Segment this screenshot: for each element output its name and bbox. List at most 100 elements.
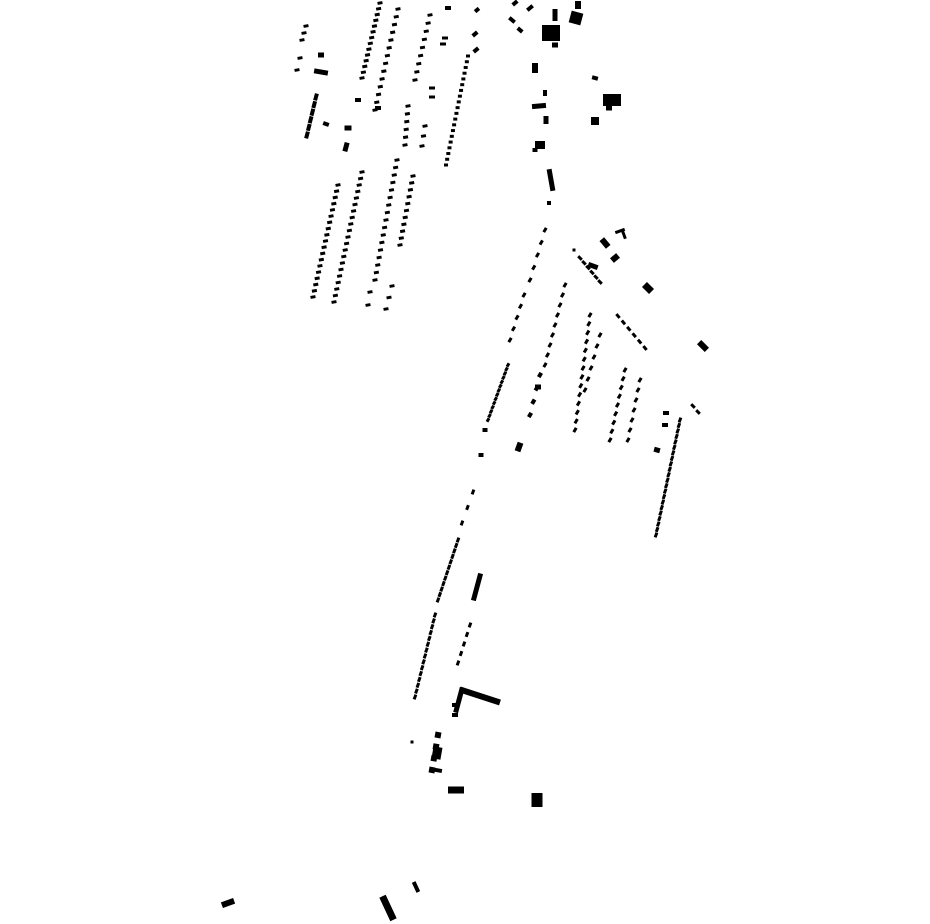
- building: [582, 387, 588, 393]
- building: [531, 264, 537, 271]
- building: [622, 367, 628, 373]
- building: [349, 215, 355, 220]
- building: [554, 312, 561, 318]
- building: [381, 225, 388, 230]
- building: [419, 664, 425, 671]
- building: [450, 553, 455, 560]
- building: [631, 407, 637, 413]
- buildings-layer: [220, 0, 710, 922]
- building: [575, 400, 582, 407]
- building: [444, 569, 450, 576]
- building: [462, 71, 467, 75]
- building: [496, 387, 502, 393]
- building: [581, 259, 587, 266]
- building: [587, 261, 599, 271]
- building: [665, 477, 670, 484]
- building: [467, 622, 473, 628]
- building: [335, 280, 341, 285]
- building: [557, 302, 563, 308]
- building: [534, 252, 541, 258]
- building: [346, 228, 353, 233]
- building: [514, 314, 520, 321]
- building: [429, 623, 435, 630]
- building: [363, 58, 369, 63]
- building: [342, 248, 348, 252]
- building: [657, 515, 662, 522]
- building: [427, 13, 433, 17]
- building: [641, 281, 655, 295]
- building: [374, 12, 380, 17]
- building: [544, 352, 551, 358]
- building: [439, 586, 444, 592]
- building: [543, 90, 547, 96]
- building: [389, 284, 395, 288]
- building: [574, 409, 580, 416]
- building: [470, 572, 484, 602]
- building: [304, 131, 310, 139]
- building: [334, 287, 340, 291]
- building: [417, 53, 424, 58]
- building: [521, 292, 527, 298]
- building: [537, 371, 543, 379]
- building: [609, 428, 615, 435]
- building: [581, 356, 587, 363]
- building: [453, 117, 458, 121]
- building: [448, 786, 464, 794]
- building: [394, 158, 400, 162]
- building: [414, 69, 420, 74]
- building: [472, 46, 480, 54]
- building: [299, 38, 305, 42]
- building: [583, 338, 590, 345]
- building: [659, 504, 664, 511]
- building: [375, 106, 381, 110]
- building: [455, 106, 460, 110]
- building: [516, 26, 524, 34]
- building: [399, 229, 406, 234]
- building: [494, 392, 500, 398]
- building: [404, 119, 410, 124]
- building: [359, 170, 365, 174]
- building: [559, 292, 566, 298]
- building: [485, 417, 491, 423]
- building: [333, 189, 340, 194]
- building: [318, 52, 324, 58]
- building: [310, 295, 316, 299]
- building: [422, 124, 428, 128]
- building: [543, 116, 549, 124]
- building: [437, 591, 443, 598]
- building: [313, 282, 319, 287]
- building: [429, 86, 435, 90]
- building: [388, 188, 395, 192]
- building: [508, 16, 516, 24]
- building: [402, 215, 408, 220]
- building: [661, 493, 667, 500]
- building: [305, 123, 312, 132]
- building: [338, 267, 344, 272]
- building: [410, 740, 414, 744]
- building: [542, 362, 548, 368]
- building: [664, 482, 669, 489]
- building: [402, 143, 408, 147]
- building: [510, 325, 517, 332]
- building: [377, 1, 383, 5]
- building: [368, 35, 375, 40]
- building: [372, 278, 378, 282]
- building: [319, 251, 326, 256]
- building: [589, 269, 595, 276]
- building: [428, 629, 433, 636]
- building: [373, 18, 379, 23]
- building: [419, 144, 425, 148]
- building: [591, 354, 597, 360]
- building: [667, 466, 672, 473]
- building: [391, 173, 397, 177]
- building: [607, 437, 613, 443]
- building: [487, 413, 492, 419]
- building: [411, 881, 421, 893]
- building: [446, 152, 451, 156]
- building: [331, 201, 337, 206]
- building: [313, 93, 319, 101]
- building: [425, 21, 431, 26]
- building: [367, 41, 374, 46]
- building: [663, 411, 669, 415]
